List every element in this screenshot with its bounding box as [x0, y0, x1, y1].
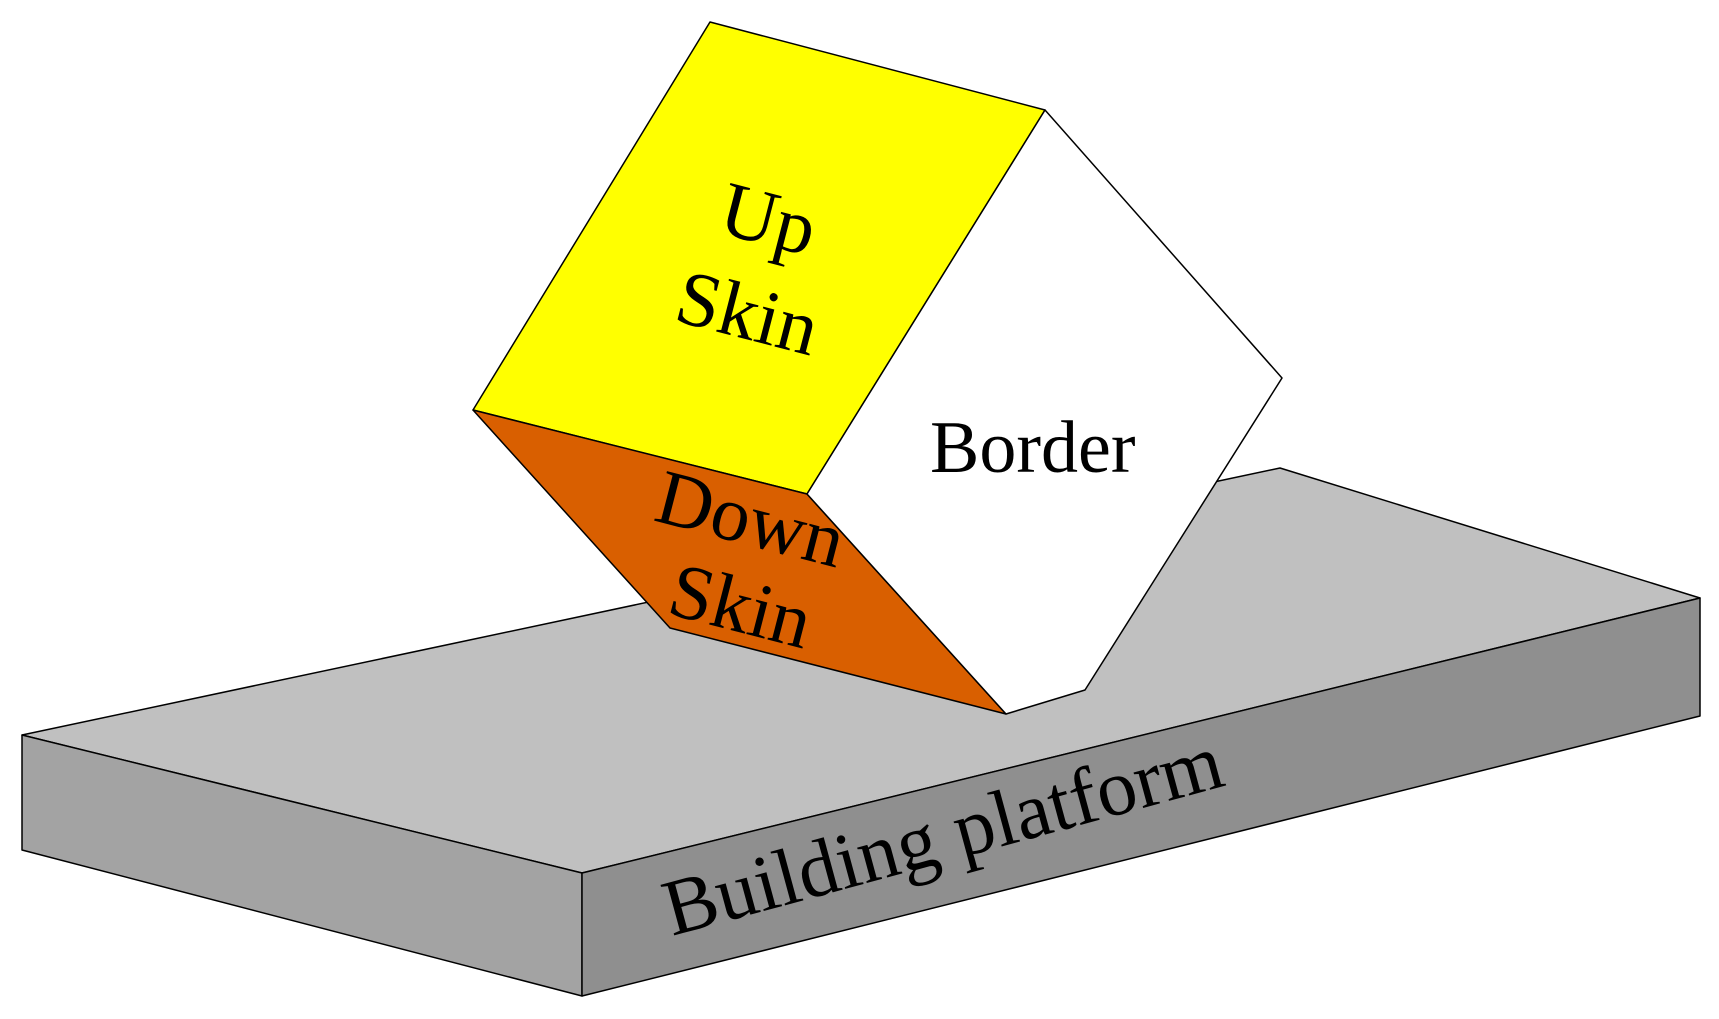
cube: Up Skin Down Skin Border [472, 21, 1283, 715]
border-label: Border [930, 407, 1136, 489]
border-face [806, 109, 1283, 715]
platform-side-face [581, 597, 1701, 997]
